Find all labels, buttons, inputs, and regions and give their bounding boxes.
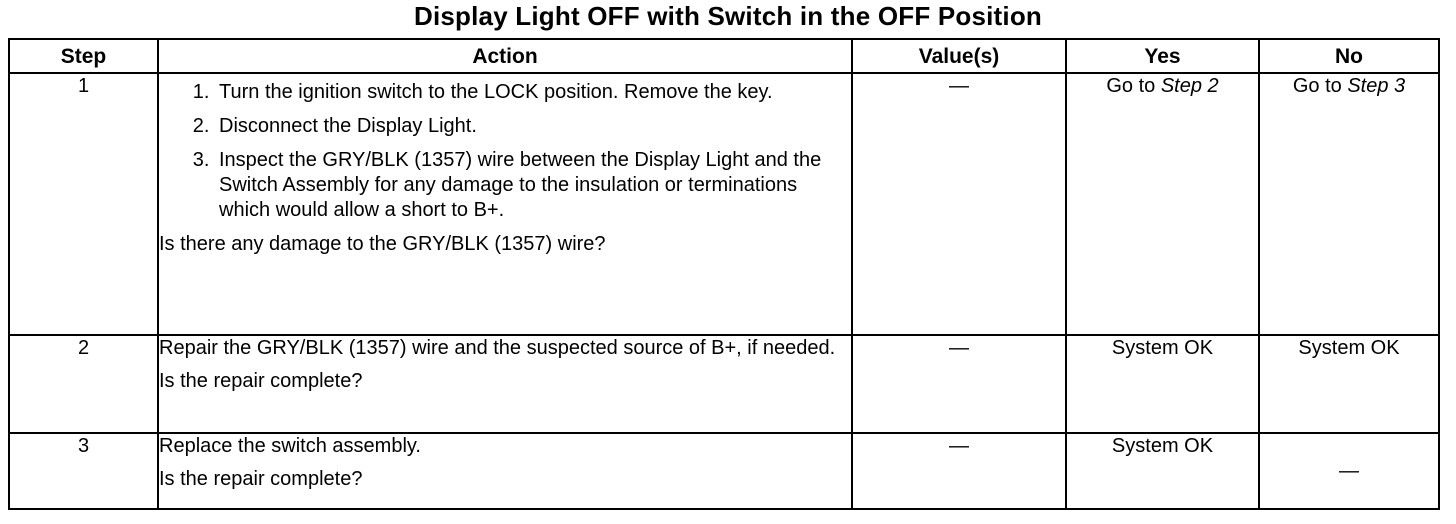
step-number: 3	[8, 432, 159, 510]
value-cell: —	[851, 72, 1067, 336]
go-to-prefix: Go to	[1106, 75, 1161, 97]
table-row: 2 Repair the GRY/BLK (1357) wire and the…	[8, 334, 1440, 434]
value-cell: —	[851, 334, 1067, 434]
step-number: 2	[8, 334, 159, 434]
no-cell: —	[1258, 432, 1440, 510]
page-title: Display Light OFF with Switch in the OFF…	[413, 1, 1042, 31]
table-row: 1 Turn the ignition switch to the LOCK p…	[8, 72, 1440, 336]
value-cell: —	[851, 432, 1067, 510]
yes-cell: System OK	[1065, 334, 1260, 434]
header-row: Step Action Value(s) Yes No	[8, 38, 1440, 74]
no-go-to-link[interactable]: Go to Step 3	[1293, 75, 1405, 97]
step-question: Is there any damage to the GRY/BLK (1357…	[159, 233, 606, 255]
column-header-values: Value(s)	[851, 38, 1067, 74]
value-dash: —	[1339, 459, 1359, 482]
value-dash: —	[949, 337, 969, 359]
substep-list: Turn the ignition switch to the LOCK pos…	[159, 80, 851, 223]
yes-go-to-link[interactable]: Go to Step 2	[1106, 75, 1218, 97]
action-text: Repair the GRY/BLK (1357) wire and the s…	[159, 337, 836, 359]
action-cell: Turn the ignition switch to the LOCK pos…	[157, 72, 853, 336]
step-reference: Step 3	[1347, 75, 1406, 97]
substep-item: Disconnect the Display Light.	[215, 114, 851, 139]
diagnostic-table: Step Action Value(s) Yes No 1 Turn the i…	[8, 38, 1440, 510]
column-header-step: Step	[8, 38, 159, 74]
step-question: Is the repair complete?	[159, 468, 363, 490]
value-dash: —	[949, 75, 969, 97]
action-cell: Repair the GRY/BLK (1357) wire and the s…	[157, 334, 853, 434]
step-reference: Step 2	[1160, 75, 1219, 97]
yes-cell: Go to Step 2	[1065, 72, 1260, 336]
no-cell: System OK	[1258, 334, 1440, 434]
no-cell: Go to Step 3	[1258, 72, 1440, 336]
action-text: Replace the switch assembly.	[159, 435, 421, 457]
step-question: Is the repair complete?	[159, 370, 363, 392]
action-cell: Replace the switch assembly. Is the repa…	[157, 432, 853, 510]
value-dash: —	[949, 435, 969, 457]
substep-item: Inspect the GRY/BLK (1357) wire between …	[215, 148, 851, 223]
column-header-action: Action	[157, 38, 853, 74]
column-header-yes: Yes	[1065, 38, 1260, 74]
table-row: 3 Replace the switch assembly. Is the re…	[8, 432, 1440, 510]
yes-cell: System OK	[1065, 432, 1260, 510]
step-number: 1	[8, 72, 159, 336]
go-to-prefix: Go to	[1292, 75, 1348, 97]
substep-item: Turn the ignition switch to the LOCK pos…	[215, 80, 851, 105]
column-header-no: No	[1258, 38, 1440, 74]
